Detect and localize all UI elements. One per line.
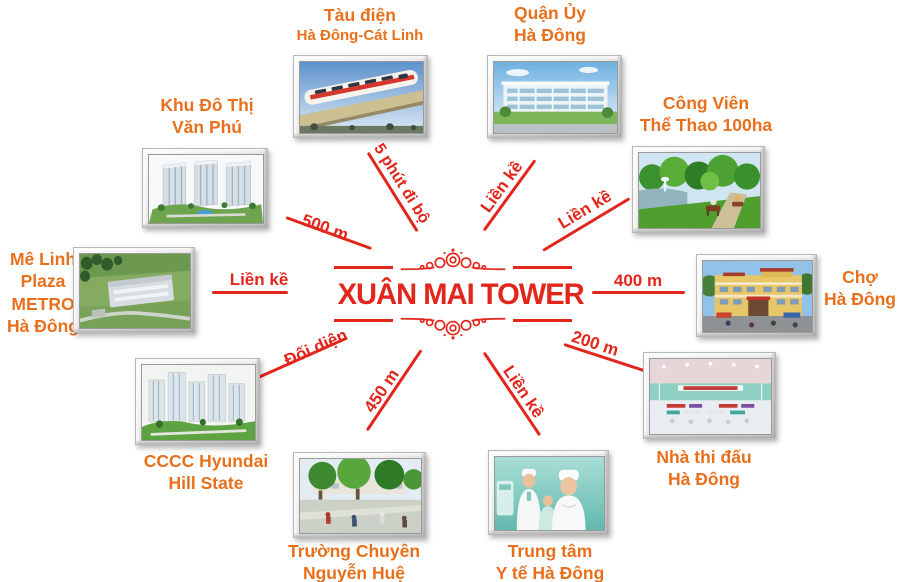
medical-center-photo: [495, 457, 604, 530]
school-campus-photo: [300, 459, 421, 533]
connector-cho: [592, 291, 685, 294]
label-y-te: Trung tâm Y tế Hà Đông: [495, 541, 605, 582]
ornament-line-left: [334, 319, 393, 322]
me-linh-photo-frame: [73, 247, 195, 333]
tau-dien-photo-frame: [293, 55, 428, 138]
cong-vien-photo-frame: [632, 146, 765, 233]
ornament-line-left: [334, 266, 393, 269]
y-te-photo-frame: [488, 450, 609, 535]
filigree-ornament-icon: [400, 317, 506, 340]
distance-label-tau-dien: 5 phút đi bộ: [370, 140, 433, 227]
distance-label-truong-chuyen: 450 m: [360, 365, 403, 417]
park-photo: [639, 153, 760, 228]
label-quan-uy: Quận Ủy Hà Đông: [514, 3, 586, 46]
label-hyundai: CCCC Hyundai Hill State: [143, 451, 269, 494]
label-van-phu: Khu Đô Thị Văn Phú: [160, 95, 254, 138]
label-me-linh: Mê Linh Plaza METRO Hà Đông: [7, 249, 79, 337]
distance-label-me-linh: Liền kề: [229, 270, 289, 289]
hyundai-photo-frame: [135, 358, 260, 445]
truong-chuyen-photo-frame: [293, 452, 426, 538]
market-building-photo: [703, 261, 812, 332]
ornament-line-right: [513, 319, 572, 322]
filigree-ornament-icon: [400, 248, 506, 271]
label-truong-chuyen: Trường Chuyên Nguyễn Huệ: [287, 541, 421, 582]
aerial-mall-photo: [80, 254, 190, 328]
apartment-towers-photo: [142, 365, 255, 440]
label-tau-dien: Tàu điện Hà Đông-Cát Linh: [296, 5, 424, 45]
monorail-photo: [300, 62, 423, 133]
government-building-photo: [494, 62, 617, 133]
ornament-line-right: [513, 266, 572, 269]
residential-towers-photo: [149, 155, 263, 223]
project-title: XUÂN MAI TOWER: [337, 278, 585, 311]
center-title-block: XUÂN MAI TOWER: [334, 246, 585, 342]
distance-label-cho: 400 m: [613, 271, 663, 290]
connector-me-linh: [212, 291, 288, 294]
nha-thi-dau-photo-frame: [643, 352, 776, 439]
label-cho: Chợ Hà Đông: [824, 267, 896, 310]
van-phu-photo-frame: [142, 148, 268, 228]
cho-photo-frame: [696, 254, 817, 337]
distance-label-quan-uy: Liền kề: [476, 157, 527, 216]
distance-label-cong-vien: Liền kề: [554, 186, 615, 233]
quan-uy-photo-frame: [487, 55, 622, 138]
label-cong-vien: Công Viên Thể Thao 100ha: [639, 93, 773, 136]
indoor-stadium-photo: [650, 359, 771, 434]
label-nha-thi-dau: Nhà thi đấu Hà Đông: [656, 447, 752, 490]
distance-label-y-te: Liền kề: [499, 362, 548, 422]
